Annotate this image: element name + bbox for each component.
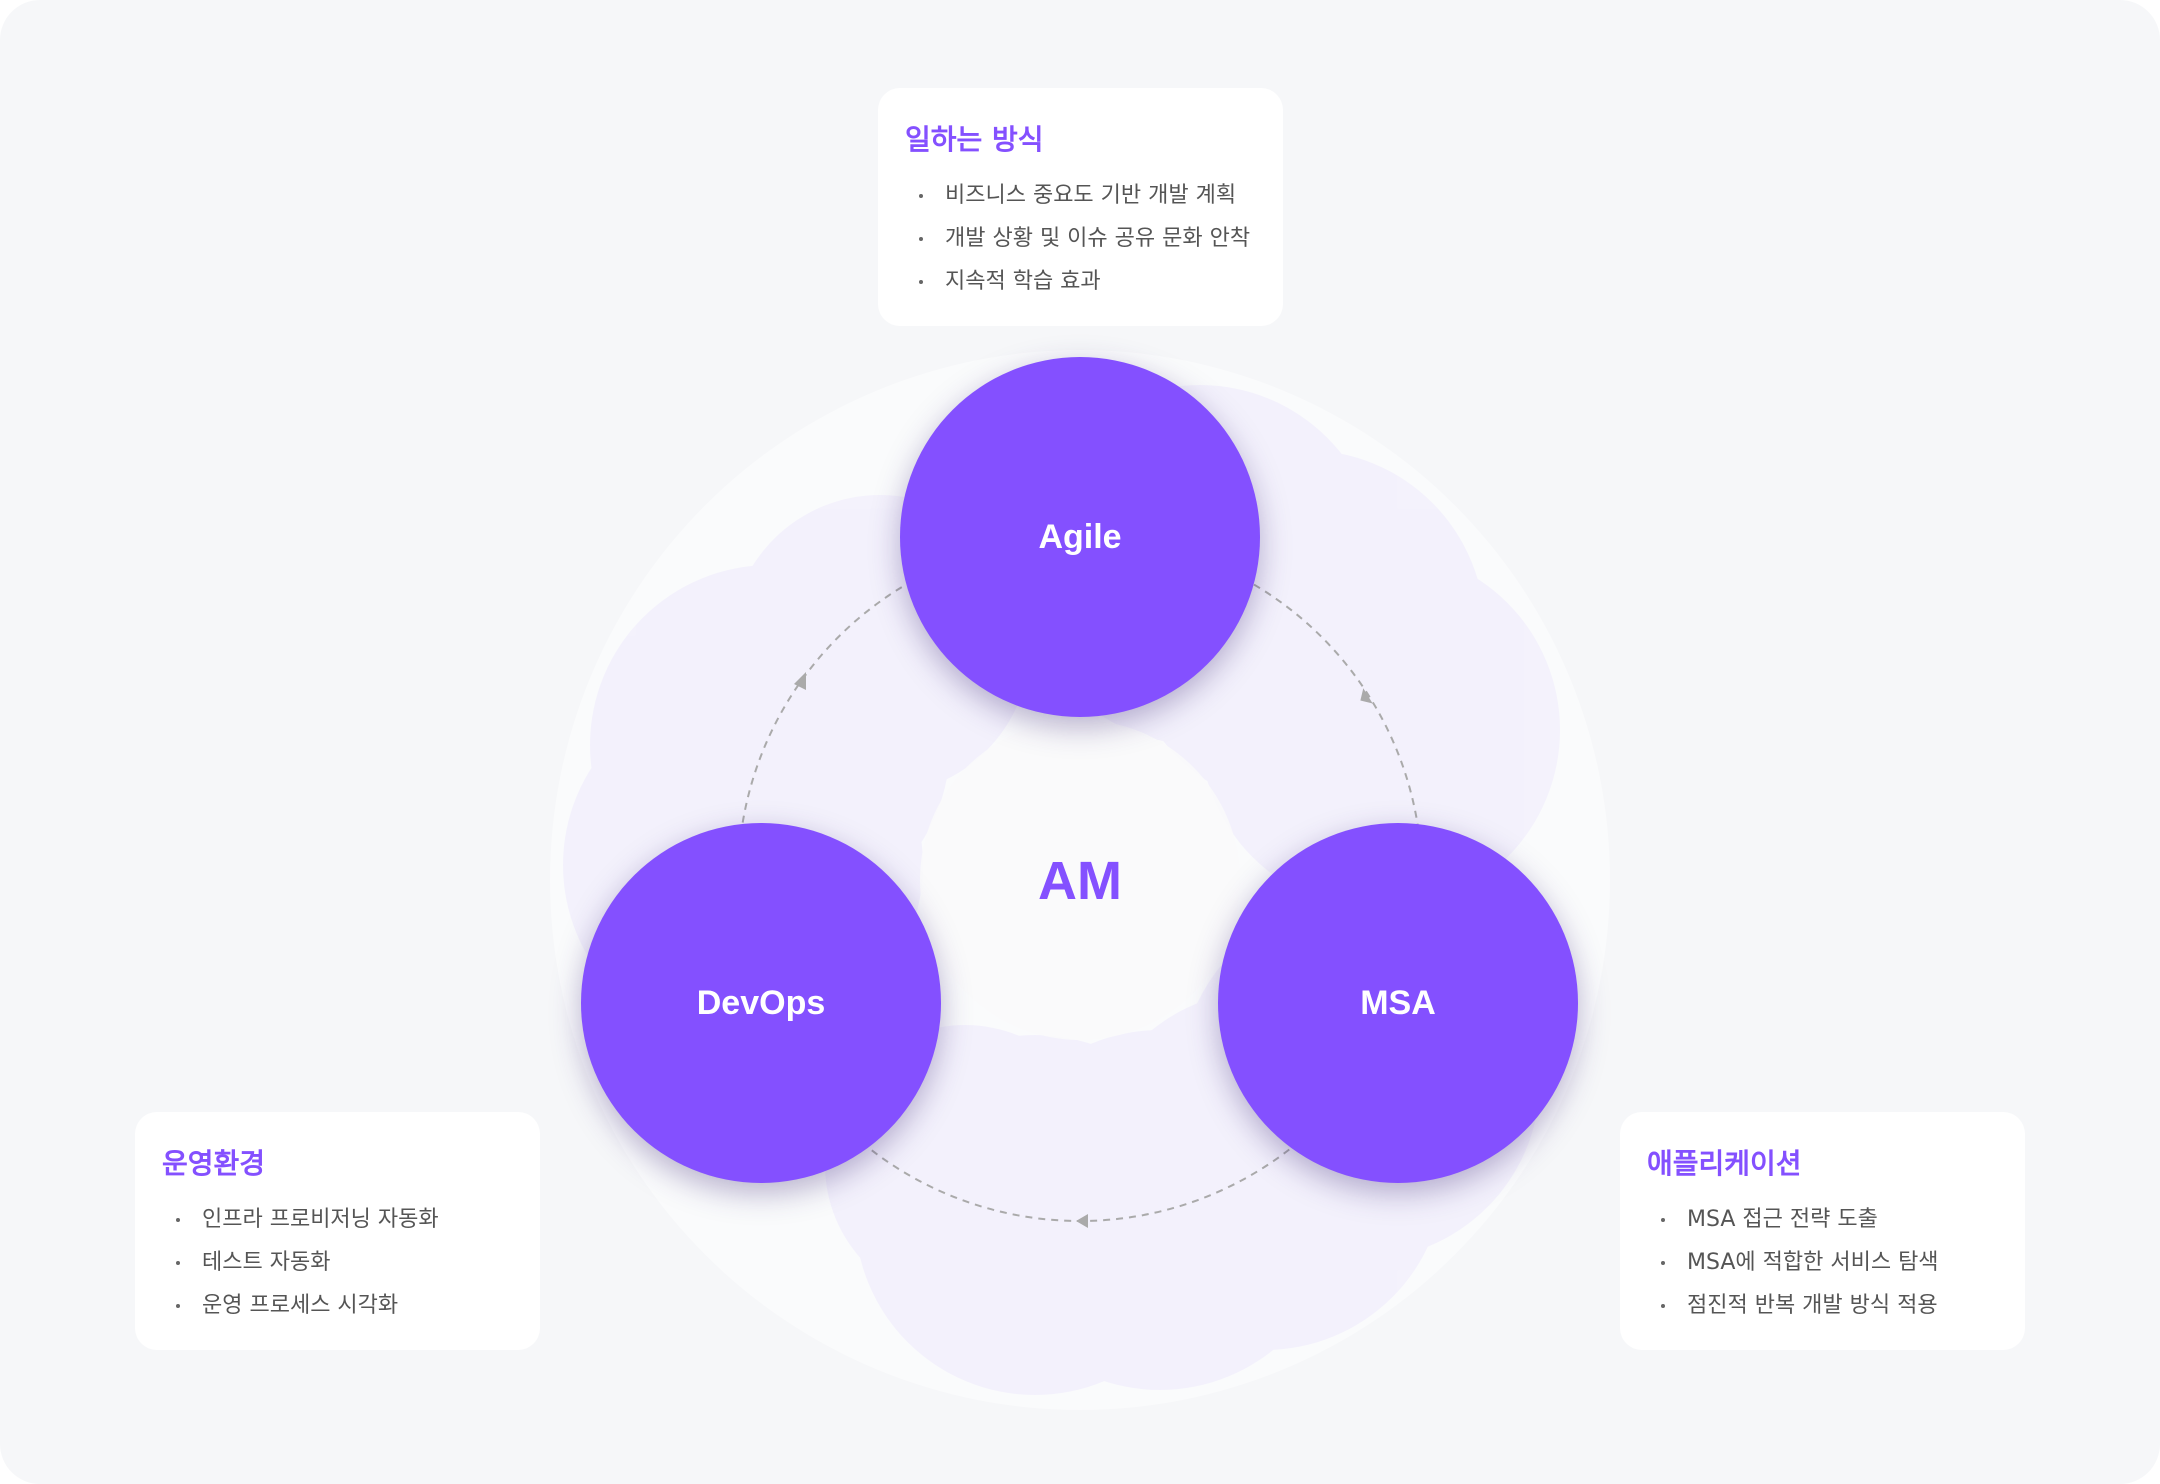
card-title: 애플리케이션 <box>1647 1147 1802 1180</box>
bullet-icon <box>1661 1261 1665 1265</box>
list-item: MSA에 적합한 서비스 탐색 <box>1647 1241 2025 1284</box>
bg-bubble <box>590 565 950 925</box>
node-label: DevOps <box>696 983 826 1022</box>
bullet-icon <box>919 237 923 241</box>
arrow-left-icon <box>1076 1214 1088 1228</box>
bg-bubble <box>1200 550 1560 910</box>
card-title: 운영환경 <box>162 1147 266 1180</box>
bullet-icon <box>1661 1218 1665 1222</box>
card-application: 애플리케이션 MSA 접근 전략 도출 MSA에 적합한 서비스 탐색 점진적 … <box>1620 1112 2025 1350</box>
arrow-up-left-icon <box>794 672 806 690</box>
card-working-method: 일하는 방식 비즈니스 중요도 기반 개발 계획 개발 상황 및 이슈 공유 문… <box>878 88 1283 326</box>
list-item: 테스트 자동화 <box>162 1241 540 1284</box>
card-title: 일하는 방식 <box>905 123 1044 156</box>
list-item: 인프라 프로비저닝 자동화 <box>162 1198 540 1241</box>
bullet-icon <box>176 1218 180 1222</box>
list-item: 개발 상황 및 이슈 공유 문화 안착 <box>905 217 1283 260</box>
bg-bubble <box>980 1030 1340 1390</box>
bullet-icon <box>176 1261 180 1265</box>
bullet-icon <box>176 1304 180 1308</box>
arrow-down-right-icon <box>1360 688 1373 704</box>
node-msa: MSA <box>1218 823 1578 1183</box>
bullet-icon <box>1661 1304 1665 1308</box>
center-label: AM <box>1038 851 1122 911</box>
list-item: 지속적 학습 효과 <box>905 260 1283 303</box>
list-item: 운영 프로세스 시각화 <box>162 1284 540 1327</box>
list-item: 점진적 반복 개발 방식 적용 <box>1647 1284 2025 1327</box>
card-operations: 운영환경 인프라 프로비저닝 자동화 테스트 자동화 운영 프로세스 시각화 <box>135 1112 540 1350</box>
bg-bubble <box>855 1035 1215 1395</box>
node-devops: DevOps <box>581 823 941 1183</box>
inner-halo <box>920 720 1240 1040</box>
bullet-icon <box>919 194 923 198</box>
node-agile: Agile <box>900 357 1260 717</box>
node-label: MSA <box>1360 983 1436 1022</box>
bullet-icon <box>919 280 923 284</box>
node-label: Agile <box>1038 517 1122 556</box>
list-item: 비즈니스 중요도 기반 개발 계획 <box>905 174 1283 217</box>
list-item: MSA 접근 전략 도출 <box>1647 1198 2025 1241</box>
